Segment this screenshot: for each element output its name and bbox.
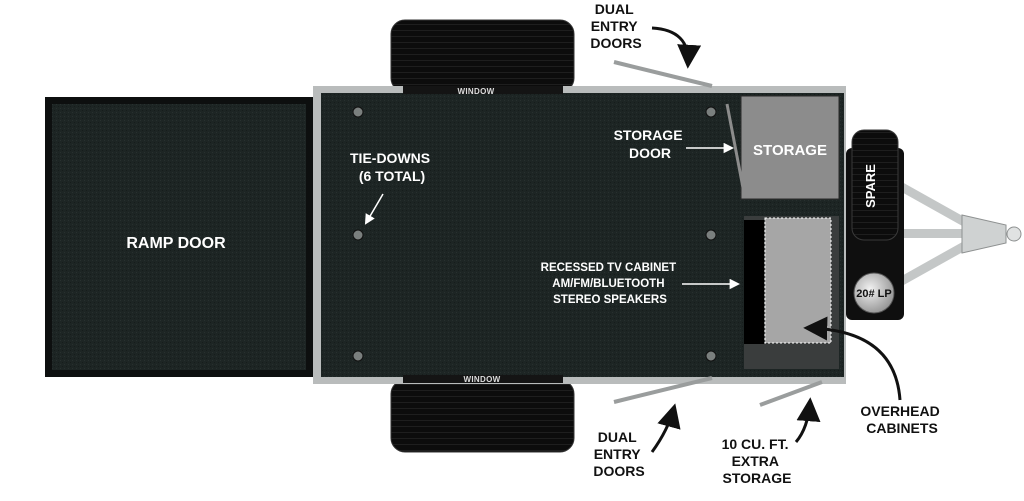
hitch-tongue (895, 181, 1022, 287)
top-tire (390, 19, 575, 93)
bottom-window (403, 375, 563, 383)
lp-label: 20# LP (856, 288, 891, 300)
extra-storage-label: 10 CU. FT. EXTRA STORAGE (722, 436, 793, 486)
storage-door-label: STORAGE DOOR (614, 127, 687, 161)
tv-cabinet-label: RECESSED TV CABINET AM/FM/BLUETOOTH STER… (541, 262, 680, 306)
storage-door-panel (725, 103, 746, 194)
overhead-cabinets-arrow (803, 316, 902, 401)
top-window-label: WINDOW (458, 87, 495, 96)
ramp-door-label: RAMP DOOR (126, 235, 226, 252)
extra-storage-arrow (794, 397, 821, 443)
dual-entry-doors-bottom-arrow (650, 403, 681, 453)
tie-down-point (705, 106, 717, 118)
dual-entry-doors-top-arrow (651, 26, 702, 69)
spare-label: SPARE (863, 164, 878, 208)
lp-tank (853, 272, 895, 314)
bottom-entry-door-swing (613, 376, 713, 404)
overhead-cabinets-label: OVERHEAD CABINETS (860, 403, 943, 436)
dual-entry-doors-top-label: DUAL ENTRY DOORS (590, 1, 641, 51)
spare-tire-mount (846, 129, 904, 320)
tie-down-point (705, 229, 717, 241)
tie-downs (352, 106, 717, 362)
tie-down-point (352, 106, 364, 118)
bottom-window-label: WINDOW (464, 375, 501, 384)
tv-cabinet (744, 220, 764, 344)
top-entry-door-swing (613, 60, 713, 88)
tie-down-point (352, 350, 364, 362)
storage-compartment (740, 95, 840, 200)
bottom-tire (390, 379, 575, 453)
tie-downs-arrow (364, 193, 384, 225)
tie-down-point (705, 350, 717, 362)
tie-down-point (352, 229, 364, 241)
overhead-cabinet (764, 217, 832, 344)
dual-entry-doors-bottom-label: DUAL ENTRY DOORS (593, 429, 644, 479)
extra-storage-door-swing (759, 380, 823, 407)
tie-downs-label: TIE-DOWNS (6 TOTAL) (350, 150, 434, 184)
top-window (403, 86, 563, 94)
storage-label: STORAGE (753, 142, 827, 159)
